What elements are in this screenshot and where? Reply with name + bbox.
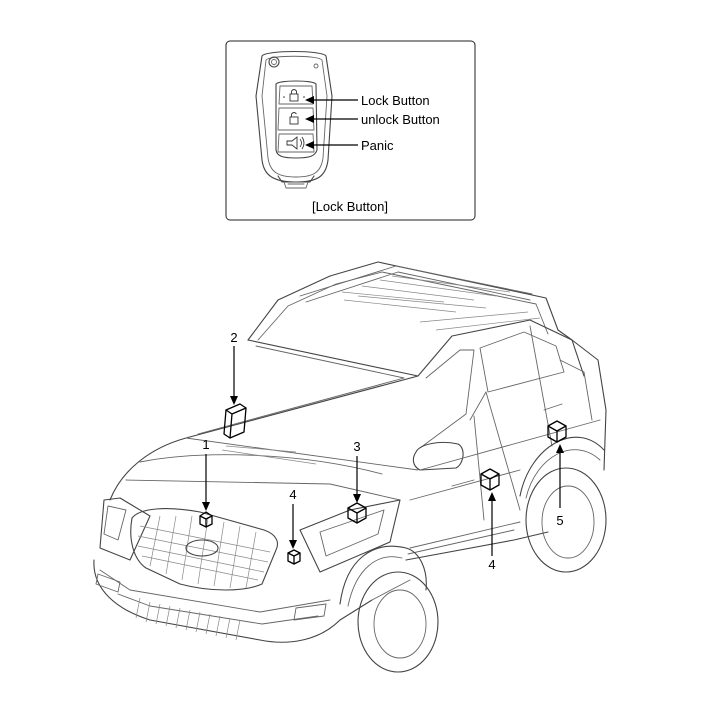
callout-unlock-label: unlock Button [361, 112, 440, 127]
fob-inset: Lock Button unlock Button Panic [Lock Bu… [225, 40, 476, 221]
component-marker-3: 3 [347, 439, 367, 524]
callout-lock-arrow [305, 96, 358, 104]
unlock-glyph-icon [289, 112, 299, 125]
component-marker-4-front: 4 [287, 487, 301, 565]
panic-horn-icon [286, 136, 305, 150]
number-2-label: 2 [230, 330, 237, 345]
component-marker-4-side: 4 [480, 468, 500, 572]
vehicle-outline-illustration [93, 261, 607, 673]
callout-panic-arrow [305, 141, 358, 149]
lock-glyph-icon [283, 89, 305, 102]
number-1-label: 1 [202, 437, 209, 452]
number-4-side-label: 4 [488, 557, 495, 572]
component-marker-2: 2 [223, 330, 247, 439]
inset-caption: [Lock Button] [312, 199, 388, 214]
number-3-label: 3 [353, 439, 360, 454]
component-marker-5: 5 [547, 420, 567, 528]
callout-lock-label: Lock Button [361, 93, 430, 108]
callout-unlock-arrow [305, 115, 358, 123]
key-fob-icon [255, 51, 333, 189]
component-marker-1: 1 [199, 437, 213, 528]
number-5-label: 5 [556, 513, 563, 528]
callout-panic-label: Panic [361, 138, 394, 153]
number-4-front-label: 4 [289, 487, 296, 502]
inset-frame [225, 40, 476, 221]
